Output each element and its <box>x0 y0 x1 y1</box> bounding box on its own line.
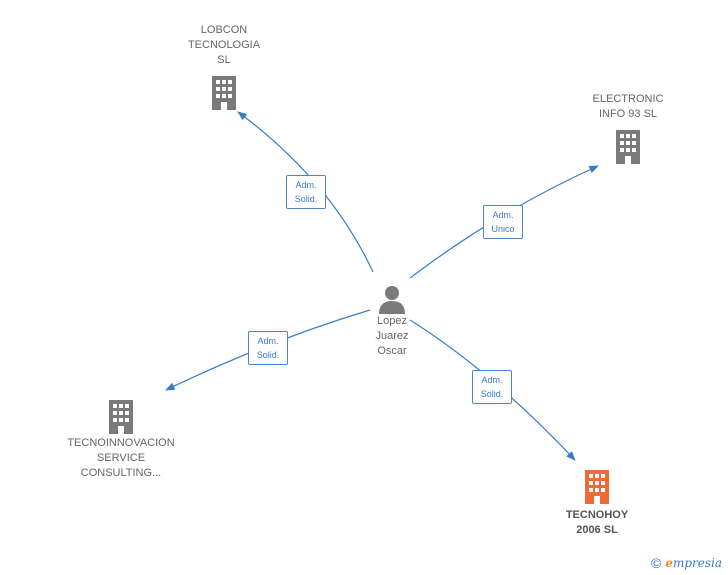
copyright-icon: © <box>650 555 662 571</box>
company-node-electronic[interactable]: ELECTRONIC INFO 93 SL <box>578 92 678 164</box>
company-name: LOBCON TECNOLOGIA SL <box>187 24 261 66</box>
company-node-tecnoinnovacion[interactable]: TECNOINNOVACION SERVICE CONSULTING... <box>60 398 182 481</box>
relation-label-electronic[interactable]: Adm. Unico <box>483 205 523 239</box>
person-icon <box>379 286 405 314</box>
empresia-watermark: © empresia <box>651 555 722 571</box>
person-node[interactable]: Lopez Juarez Oscar <box>362 284 422 359</box>
company-name: TECNOHOY 2006 SL <box>565 509 629 536</box>
relation-label-tecnohoy[interactable]: Adm. Solid. <box>472 370 512 404</box>
company-node-lobcon[interactable]: LOBCON TECNOLOGIA SL <box>174 23 274 110</box>
building-icon <box>109 400 133 434</box>
company-name: TECNOINNOVACION SERVICE CONSULTING... <box>67 437 175 479</box>
company-name: ELECTRONIC INFO 93 SL <box>592 93 664 120</box>
brand-logo: empresia <box>665 556 722 570</box>
relation-label-tecnoinnovacion[interactable]: Adm. Solid. <box>248 331 288 365</box>
relation-label-lobcon[interactable]: Adm. Solid. <box>286 175 326 209</box>
building-icon <box>616 130 640 164</box>
building-icon <box>212 76 236 110</box>
building-icon <box>585 470 609 504</box>
company-node-tecnohoy[interactable]: TECNOHOY 2006 SL <box>552 468 642 538</box>
person-name: Lopez Juarez Oscar <box>375 315 409 357</box>
